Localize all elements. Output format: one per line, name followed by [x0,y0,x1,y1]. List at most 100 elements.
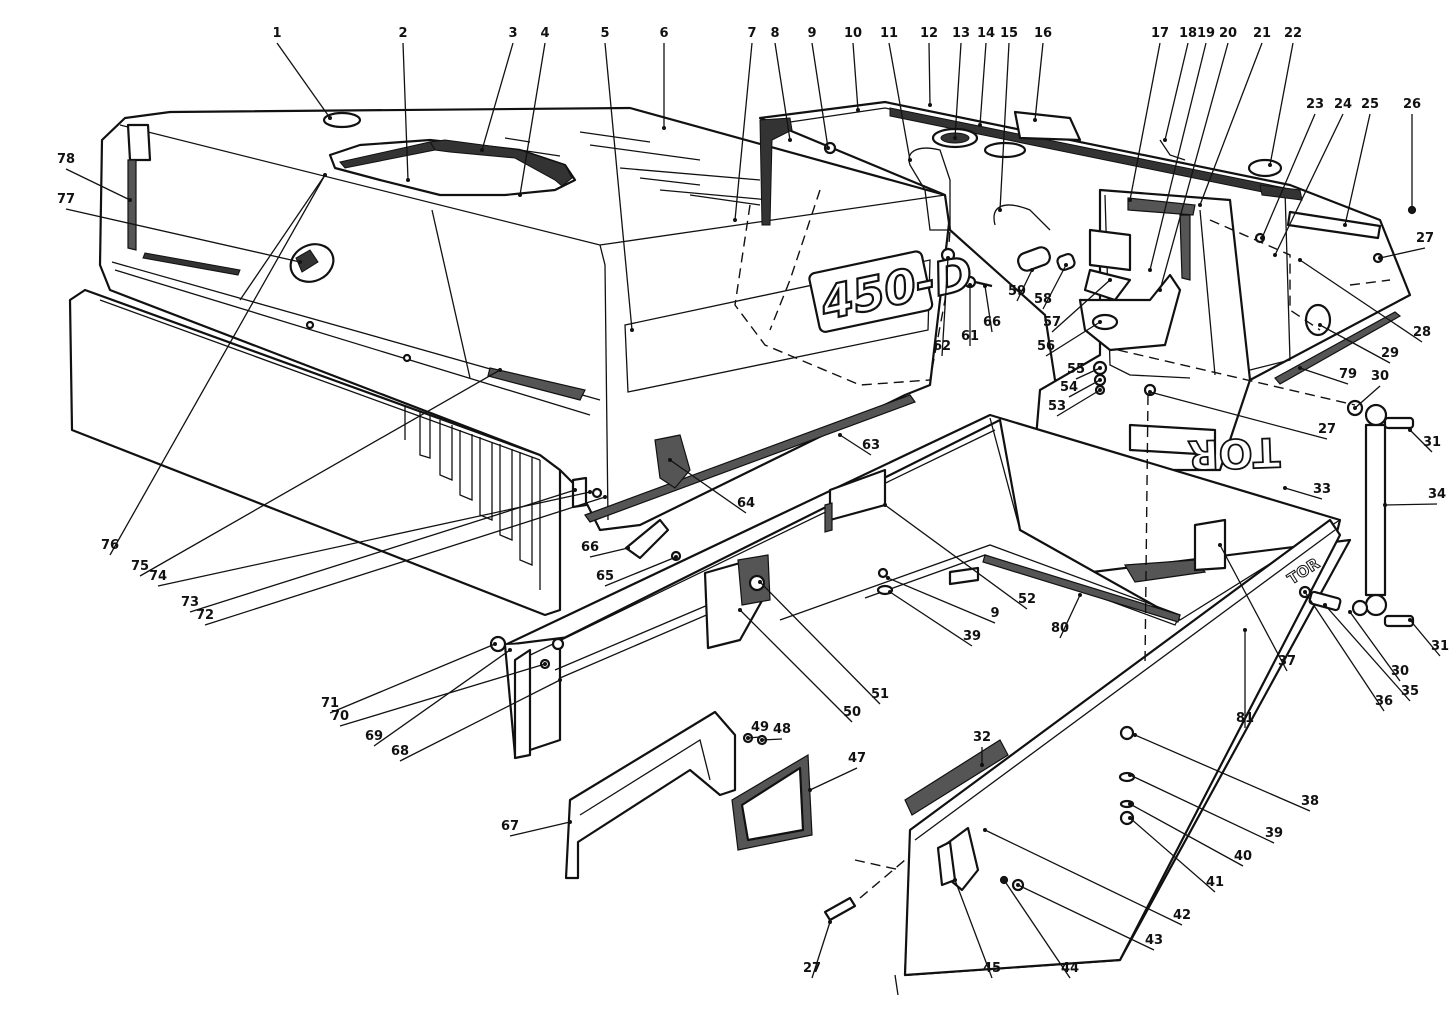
leader-dot-c27c [828,920,832,924]
leader-line-c13 [954,42,962,139]
callout-c70: 70 [331,709,349,724]
callout-c61: 61 [961,329,979,344]
callout-c33: 33 [1313,482,1331,497]
leader-line-c79 [1299,367,1349,385]
callout-c9a: 9 [807,26,816,41]
callout-c66a: 66 [983,315,1001,330]
leader-dot-c33 [1283,486,1287,490]
leader-dot-c59 [1030,268,1034,272]
callout-c35: 35 [1401,684,1419,699]
leader-dot-c52 [883,503,887,507]
leader-dot-c65 [674,555,678,559]
callout-c57: 57 [1043,315,1061,330]
leader-dot-c13 [953,136,957,140]
leader-dot-c70 [543,662,547,666]
leader-line-c56 [1045,321,1101,357]
leader-line-c42 [984,829,1183,926]
leader-dot-c32 [980,763,984,767]
leader-dot-c39a [888,590,892,594]
callout-c15: 15 [1000,26,1018,41]
leader-dot-c68 [558,678,562,682]
leader-dot-c62 [946,256,950,260]
callout-c49: 49 [751,720,769,735]
leader-line-c47 [809,767,858,791]
callout-c53: 53 [1048,399,1066,414]
leader-line-c35 [1324,604,1411,702]
leader-dot-c18 [1163,138,1167,142]
leader-line-c73 [189,489,576,613]
callout-c6: 6 [659,26,668,41]
leader-line-c52 [884,504,1028,610]
leader-dot-c45 [953,878,957,882]
callout-c1: 1 [272,26,281,41]
leader-line-c67 [509,821,571,837]
leader-line-c20 [1159,42,1229,291]
leader-line-c16 [1034,42,1044,121]
leader-dot-c9b [886,576,890,580]
callout-c2: 2 [398,26,407,41]
callout-c54: 54 [1060,380,1078,395]
leader-dot-c55 [1098,366,1102,370]
leader-dot-c53 [1098,388,1102,392]
leader-line-c41 [1129,817,1216,893]
callout-c73: 73 [181,595,199,610]
leader-line-c31a [1409,429,1433,453]
callout-c11: 11 [880,26,898,41]
leader-line-c43 [1017,884,1155,951]
callout-c40: 40 [1234,849,1252,864]
leader-line-c58 [1042,264,1067,310]
leader-line-c80 [1059,594,1081,639]
leader-dot-c11 [908,158,912,162]
leader-dot-c56 [1098,320,1102,324]
leader-dot-c57 [1108,278,1112,282]
leader-dot-c64 [668,458,672,462]
leader-dot-c74 [588,490,592,494]
leader-dot-c35 [1323,603,1327,607]
leader-dot-c9a [826,146,830,150]
leader-line-c39b [1129,774,1275,844]
leader-line-c40 [1129,803,1244,867]
leader-dot-c30a [1353,406,1357,410]
leader-line-c55 [1075,367,1101,380]
leader-line-c29 [1319,324,1391,364]
leader-dot-c29 [1318,323,1322,327]
leader-line-c8 [774,42,791,141]
leader-dot-c79 [1298,366,1302,370]
callout-c21: 21 [1253,26,1271,41]
leader-dot-c14 [978,123,982,127]
leader-line-c1 [276,42,331,119]
leader-line-c30a [1354,385,1381,409]
callout-c47: 47 [848,751,866,766]
leader-dot-c31b [1408,618,1412,622]
callout-c31a: 31 [1423,435,1441,450]
leader-dot-c38 [1133,733,1137,737]
callout-c14: 14 [977,26,995,41]
callout-c30a: 30 [1371,369,1389,384]
leader-dot-c71 [493,642,497,646]
leader-line-c57 [1051,279,1111,333]
callout-c39b: 39 [1265,826,1283,841]
callout-c65: 65 [596,569,614,584]
leader-dot-c75 [498,368,502,372]
callout-c29: 29 [1381,346,1399,361]
callout-c23: 23 [1306,97,1324,112]
brand-label-rear: TOR [1187,428,1281,477]
leader-line-c38 [1134,734,1311,812]
callout-c81: 81 [1236,711,1254,726]
leader-dot-c77 [298,260,302,264]
callout-c36a: 36 [1375,694,1393,709]
leader-line-c27c [811,921,831,979]
leader-line-c53 [1056,389,1101,417]
callout-c34: 34 [1428,487,1446,502]
leader-dot-c27b [1148,390,1152,394]
leader-dot-c8 [788,138,792,142]
callout-c76: 76 [101,538,119,553]
callout-c45: 45 [983,961,1001,976]
leader-line-c2 [402,42,409,181]
leader-line-c3 [481,42,514,151]
leader-dot-c7 [733,218,737,222]
leader-line-c66b [589,547,629,558]
callout-c18: 18 [1179,26,1197,41]
callout-c63: 63 [862,438,880,453]
